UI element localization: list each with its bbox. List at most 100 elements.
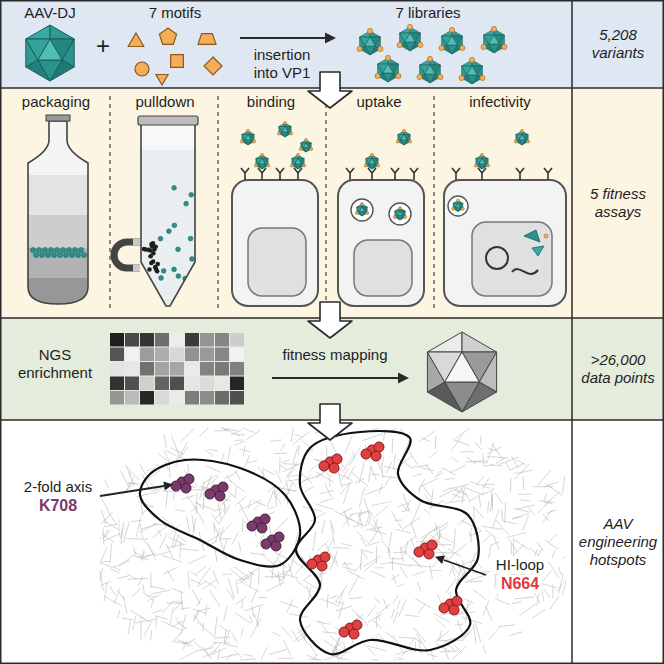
virion-icon: [469, 57, 474, 62]
peptide-motif: [156, 75, 168, 86]
virion-icon: [439, 45, 444, 50]
centrifuge-tube: [69, 252, 74, 257]
centrifuge-tube: [63, 252, 68, 257]
capsid-surface-mesh: [382, 456, 384, 467]
capsid-surface-mesh: [220, 654, 238, 658]
capsid-surface-mesh: [278, 658, 294, 660]
capsid-surface-mesh: [451, 647, 465, 660]
residue-spheres-k708: [215, 491, 225, 501]
capsid-surface-mesh: [243, 654, 253, 656]
capsid-surface-mesh: [391, 609, 394, 617]
column-separator: [433, 96, 434, 312]
peptide-motif: [171, 55, 184, 68]
capsid-surface-mesh: [251, 618, 262, 637]
enrichment-heatmap: [215, 348, 229, 362]
capsid-surface-mesh: [163, 602, 173, 613]
capsid-surface-mesh: [139, 523, 157, 533]
capsid-surface-mesh: [313, 532, 316, 552]
capsid-surface-mesh: [293, 431, 310, 444]
capsid-surface-mesh: [511, 543, 512, 555]
capsid-surface-mesh: [549, 534, 557, 541]
capsid-surface-mesh: [248, 499, 251, 509]
capsid-surface-mesh: [254, 502, 262, 510]
receptor: [452, 168, 460, 180]
capsid-surface-mesh: [276, 471, 282, 483]
virion-icon: [425, 65, 435, 74]
capsid-surface-mesh: [265, 576, 285, 577]
capsid-surface-mesh: [388, 532, 392, 553]
capsid-surface-mesh: [365, 487, 385, 495]
capsid-surface-mesh: [483, 600, 489, 615]
capsid-surface-mesh: [191, 508, 198, 512]
enrichment-heatmap: [125, 362, 139, 376]
capsid-surface-mesh: [474, 624, 476, 644]
capsid-surface-mesh: [427, 654, 438, 657]
capsid-surface-mesh: [453, 440, 470, 446]
capsid-icon: [26, 25, 74, 81]
enrichment-heatmap: [140, 377, 154, 391]
capsid-surface-mesh: [398, 599, 406, 617]
capsid-surface-mesh: [202, 580, 216, 590]
capsid-icon: [50, 25, 74, 39]
virion-icon: [305, 139, 308, 142]
capsid-surface-mesh: [181, 495, 195, 499]
capsid-surface-mesh: [349, 448, 360, 466]
capsid-surface-mesh: [329, 477, 330, 487]
capsid-surface-mesh: [471, 482, 490, 489]
virion-icon: [449, 27, 454, 32]
virion-icon: [459, 57, 485, 84]
centrifuge-tube: [26, 248, 90, 278]
residue-spheres-k708: [218, 482, 228, 492]
capsid-surface-mesh: [104, 520, 119, 529]
capsid-surface-mesh: [258, 597, 267, 598]
magnet: [133, 265, 140, 272]
column-separator: [110, 96, 434, 312]
capsid-surface-mesh: [330, 595, 338, 598]
capsid-surface-mesh: [434, 523, 448, 532]
capsid-surface-mesh: [485, 530, 495, 537]
virion-icon: [361, 203, 364, 206]
capsid-surface-mesh: [235, 613, 251, 623]
capsid-surface-mesh: [520, 500, 531, 501]
capsid-surface-mesh: [373, 505, 389, 519]
virion-icon: [267, 164, 270, 167]
pulldown-tube: [148, 248, 153, 253]
capsid-icon: [38, 39, 62, 60]
capsid-surface-mesh: [323, 632, 338, 633]
site-label: HI-loop: [493, 556, 547, 574]
residue-spheres-n664: [352, 620, 362, 630]
capsid-surface-mesh: [419, 486, 421, 494]
capsid-surface-mesh: [151, 590, 171, 593]
centrifuge-tube: [48, 247, 53, 252]
capsid-surface-mesh: [227, 447, 230, 464]
capsid-surface-mesh: [236, 434, 245, 435]
capsid-surface-mesh: [188, 555, 207, 564]
capsid-surface-mesh: [275, 570, 291, 577]
capsid-surface-mesh: [455, 489, 468, 495]
capsid-surface-mesh: [236, 596, 247, 604]
capsid-surface-mesh: [151, 630, 152, 640]
capsid-surface-mesh: [124, 522, 130, 542]
magnet: [114, 242, 140, 268]
capsid-surface-mesh: [224, 428, 229, 431]
library-set: [357, 24, 507, 84]
capsid-surface-mesh: [415, 642, 416, 653]
capsid-surface-mesh: [207, 642, 217, 649]
virion-icon: [290, 153, 305, 169]
enrichment-heatmap: [185, 391, 199, 405]
enrichment-heatmap: [200, 391, 214, 405]
capsid-surface-mesh: [176, 534, 186, 542]
capsid-surface-mesh: [234, 567, 250, 578]
residue-spheres-k708: [205, 489, 215, 499]
capsid-surface-mesh: [512, 513, 529, 519]
capsid-surface-mesh: [330, 635, 344, 649]
capsid-surface-mesh: [513, 508, 529, 512]
capsid-surface-mesh: [283, 463, 302, 472]
residue-spheres-n664: [319, 461, 329, 471]
capsid-surface-mesh: [197, 582, 206, 587]
capsid-surface-mesh: [242, 428, 254, 432]
capsid-surface-mesh: [358, 511, 369, 516]
virion-icon: [355, 212, 358, 215]
centrifuge-tube: [30, 247, 35, 252]
capsid-surface-mesh: [100, 571, 103, 590]
